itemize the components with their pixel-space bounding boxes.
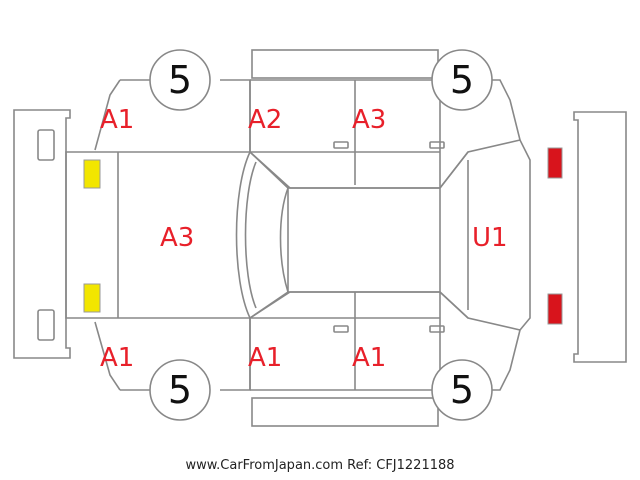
taillight-right (547, 293, 563, 325)
tire-front-left-grade: 5 (168, 58, 192, 102)
tire-front-right-grade: 5 (450, 58, 474, 102)
rear-bumper (573, 111, 627, 363)
tire-front-left: 5 (149, 49, 211, 111)
tire-rear-left: 5 (149, 359, 211, 421)
tire-rear-right-grade: 5 (450, 368, 474, 412)
headlight-left (83, 159, 101, 189)
taillight-left (547, 147, 563, 179)
tire-rear-right: 5 (431, 359, 493, 421)
code-left-front-upper: A1 (100, 105, 134, 135)
code-front-door-lower: A1 (248, 343, 282, 373)
tire-rear-left-grade: 5 (168, 368, 192, 412)
code-tailgate: U1 (472, 223, 508, 253)
code-hood: A3 (160, 223, 194, 253)
front-bumper (13, 109, 71, 359)
code-rear-door-lower: A1 (352, 343, 386, 373)
code-left-front-lower: A1 (100, 343, 134, 373)
headlight-right (83, 283, 101, 313)
code-front-door-upper: A2 (248, 105, 282, 135)
watermark-reference: www.CarFromJapan.com Ref: CFJ1221188 (185, 458, 455, 473)
tire-front-right: 5 (431, 49, 493, 111)
code-rear-door-upper: A3 (352, 105, 386, 135)
